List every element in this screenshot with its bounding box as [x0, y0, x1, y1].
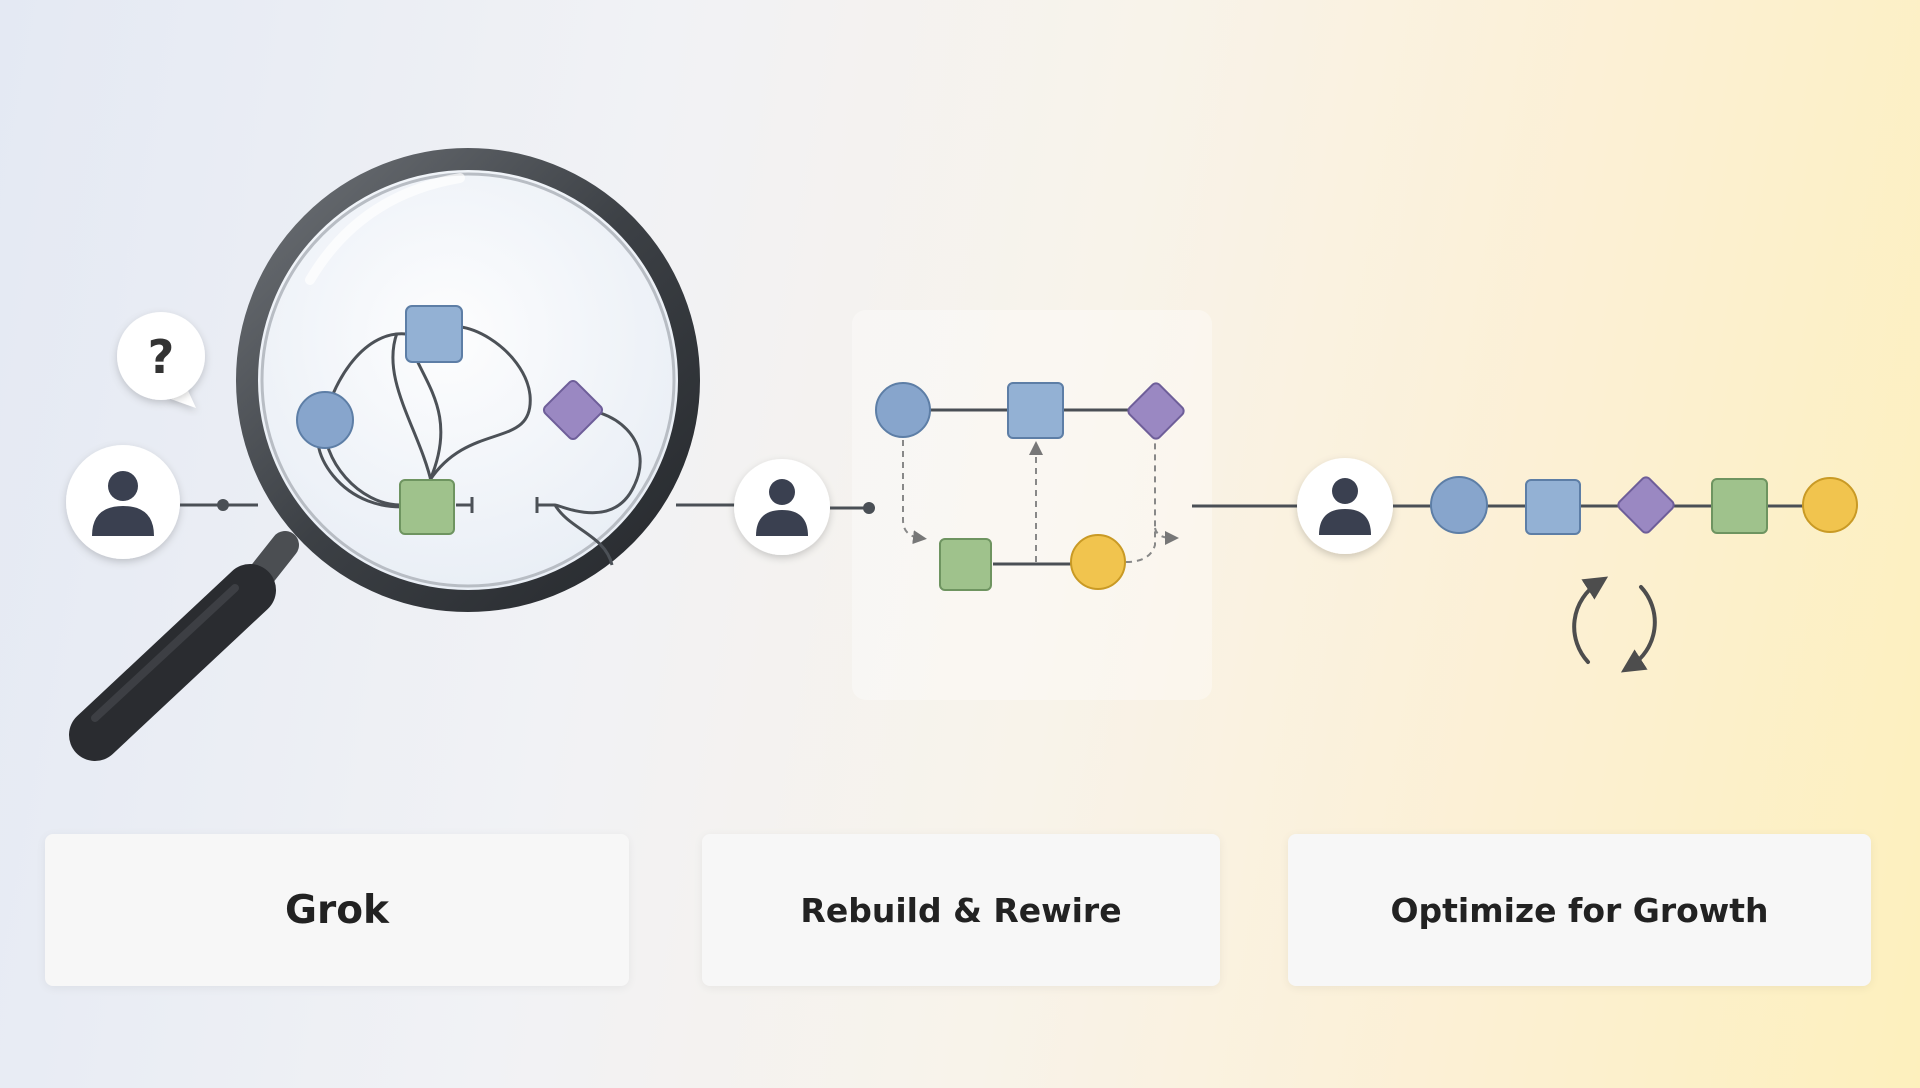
flow-node-square: [1525, 479, 1581, 535]
user-icon: [92, 471, 154, 536]
step-card-optimize: Optimize for Growth: [1288, 834, 1871, 986]
magnifying-glass-icon: [236, 148, 700, 612]
flow-node-diamond: [1127, 382, 1185, 440]
user-avatar-2: [734, 459, 830, 555]
user-icon: [1319, 478, 1371, 535]
flow-node-green: [1711, 478, 1768, 534]
connector-dot: [863, 502, 875, 514]
flow-node-circle: [1430, 476, 1488, 534]
connector-dot: [217, 499, 229, 511]
flow-node-square: [1007, 382, 1064, 439]
cycle-icon: [1572, 576, 1657, 673]
step-card-rebuild: Rebuild & Rewire: [702, 834, 1220, 986]
flow-node-square: [405, 305, 463, 363]
speech-bubble: ?: [117, 312, 205, 408]
flow-node-green: [399, 479, 455, 535]
step-label-optimize: Optimize for Growth: [1390, 890, 1769, 930]
flow-node-yellow: [1802, 477, 1858, 533]
rebuild-section: [734, 382, 1185, 591]
magnifier-handle: [69, 531, 299, 761]
magnifier-ring: [236, 148, 700, 612]
user-avatar-1: [66, 445, 180, 559]
flow-node-yellow: [1070, 534, 1126, 590]
optimized-flow: [1393, 476, 1858, 535]
step-card-grok: Grok: [45, 834, 629, 986]
question-bubble-icon: ?: [148, 330, 175, 384]
rewire-panel: [852, 310, 1212, 700]
rewired-flow: [875, 382, 1185, 591]
step-label-grok: Grok: [285, 887, 389, 933]
flow-node-circle: [296, 391, 354, 449]
flow-node-green: [939, 538, 992, 591]
flow-node-circle: [875, 382, 931, 438]
grok-section: ?: [66, 148, 736, 761]
user-avatar-3: [1297, 458, 1393, 554]
flow-node-diamond: [1617, 476, 1675, 534]
step-label-rebuild: Rebuild & Rewire: [800, 890, 1122, 930]
flow-node-diamond: [542, 379, 604, 441]
optimize-section: [1192, 458, 1858, 673]
user-icon: [756, 479, 808, 536]
